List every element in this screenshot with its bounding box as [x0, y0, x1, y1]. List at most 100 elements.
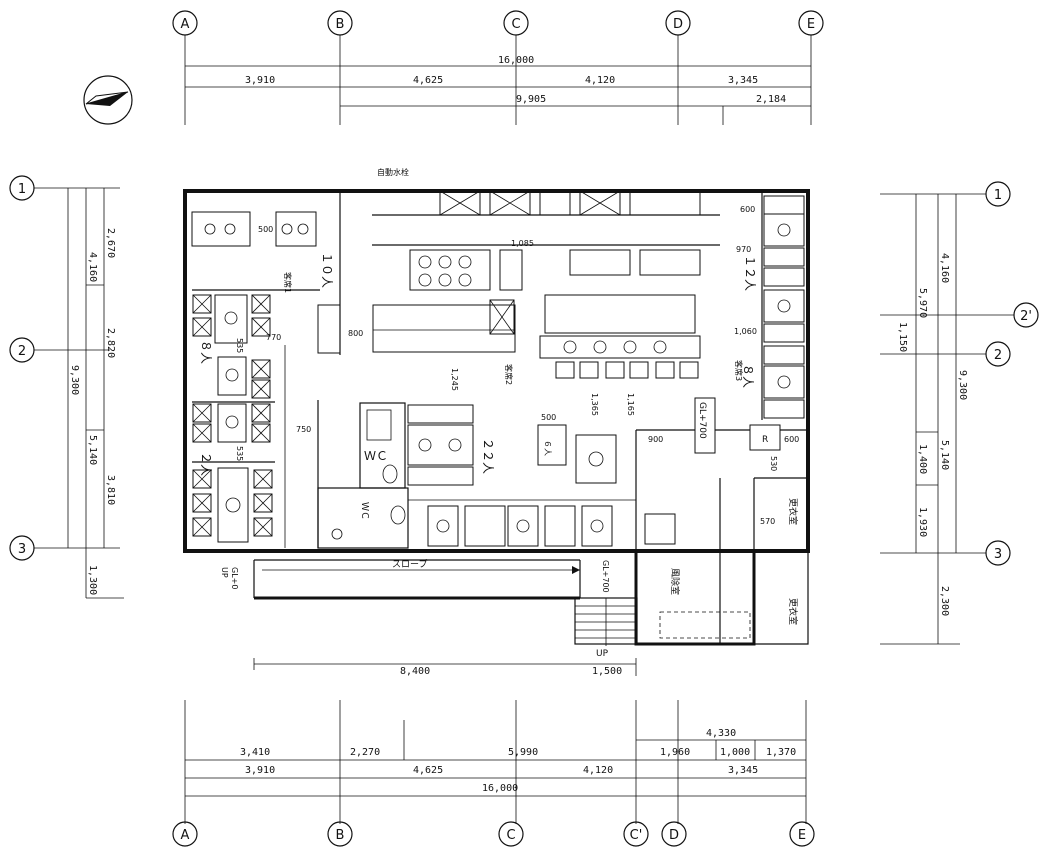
- kyakuseki3-label: 客席3: [734, 360, 744, 381]
- central-seating: ２２人 1,245 1,365 1,165 客席2 500 ６人: [407, 364, 636, 547]
- slope-ramp: スロープ UP GL+0: [220, 559, 580, 589]
- auto-faucet-label: 自動水栓: [377, 167, 409, 177]
- dim-left-b2: 2,820: [105, 328, 116, 358]
- entrance-rooms: R 600 530 570 900 GL+700 風除室 更衣室 更衣室: [635, 397, 808, 644]
- up-label-stair: UP: [596, 649, 609, 659]
- counter-seating: ８人 客席3 １２人: [539, 255, 757, 388]
- dim-970: 970: [736, 245, 751, 254]
- dim-1060: 1,060: [734, 327, 757, 336]
- grid-col-e-bottom: E: [798, 828, 806, 843]
- dim-right-total: 9,300: [957, 370, 968, 400]
- grid-row-1-right: 1: [994, 188, 1002, 203]
- grid-row-1-left: 1: [18, 182, 26, 197]
- dim-top-span-3: 4,120: [585, 75, 615, 86]
- dim-left-extra: 1,300: [87, 565, 98, 595]
- dim-535b: 535: [235, 446, 244, 461]
- top-dimensions: 16,000 3,910 4,625 4,120 3,345 9,905 2,1…: [185, 55, 811, 125]
- gl700-stair-label: GL+700: [601, 560, 610, 593]
- grid-col-b-bottom: B: [336, 828, 345, 843]
- dim-left-a1: 4,160: [87, 252, 98, 282]
- seats-8a-label: ８人: [199, 340, 213, 364]
- dim-right-b3: 1,400: [917, 444, 928, 474]
- dim-bottom-r1-1: 3,410: [240, 747, 270, 758]
- dim-right-extra: 2,300: [939, 586, 950, 616]
- right-grid-markers: 1 2' 2 3: [880, 181, 1039, 645]
- dim-bottom-span-1: 3,910: [245, 765, 275, 776]
- dim-right-b2: 1,150: [897, 322, 908, 352]
- seats-8b-label: ８人: [741, 364, 755, 388]
- dim-600-right: 600: [784, 435, 799, 444]
- dim-top-total: 16,000: [498, 55, 534, 66]
- grid-col-e-top: E: [807, 17, 815, 32]
- grid-col-a-top: A: [181, 17, 190, 32]
- dim-left-b1: 2,670: [105, 228, 116, 258]
- bottom-grid-markers: A B C C' D E: [172, 700, 815, 847]
- grid-row-3-left: 3: [18, 542, 26, 557]
- grid-col-d-bottom: D: [669, 828, 679, 843]
- dim-stair: 1,500: [592, 666, 622, 677]
- r-mark: R: [762, 435, 768, 445]
- up-label-left: UP: [220, 567, 229, 578]
- dim-bottom-total: 16,000: [482, 783, 518, 794]
- dim-bottom-r1-5: 1,000: [720, 747, 750, 758]
- seats-6-label: ６人: [543, 440, 552, 456]
- grid-col-d-top: D: [673, 17, 683, 32]
- gl700-label: GL+700: [697, 402, 707, 439]
- grid-row-2-left: 2: [18, 344, 26, 359]
- dim-800: 800: [348, 329, 363, 338]
- dim-1085: 1,085: [511, 239, 534, 248]
- dim-bottom-span-4: 3,345: [728, 765, 758, 776]
- seats-22-label: ２２人: [481, 438, 495, 474]
- north-arrow-icon: [83, 75, 133, 125]
- right-dimensions: 9,300 4,160 5,140 5,970 1,150 1,400 1,93…: [897, 253, 968, 616]
- dim-bottom-r1-6: 1,370: [766, 747, 796, 758]
- grid-col-c-top: C: [511, 17, 520, 32]
- slope-dimensions: 8,400 1,500: [253, 658, 637, 677]
- grid-row-2p-right: 2': [1020, 309, 1032, 324]
- bottom-dimensions: 4,330 3,410 2,270 5,990 1,960 1,000 1,37…: [240, 728, 796, 794]
- dim-770: 770: [266, 333, 281, 342]
- dim-top-sub-1: 9,905: [516, 94, 546, 105]
- dim-bottom-span-3: 4,120: [583, 765, 613, 776]
- dim-bottom-r1-2: 2,270: [350, 747, 380, 758]
- restrooms: ＷＣ ＷＣ: [317, 402, 409, 549]
- dim-500-mid: 500: [541, 413, 556, 422]
- dim-570: 570: [760, 517, 775, 526]
- dim-1365: 1,365: [590, 393, 599, 416]
- grid-col-b-top: B: [336, 17, 345, 32]
- wc-label-1: ＷＣ: [364, 449, 388, 463]
- dim-slope: 8,400: [400, 666, 430, 677]
- grid-col-cp-bottom: C': [630, 828, 643, 843]
- left-grid-markers: 1 2 3: [9, 175, 124, 599]
- dim-right-b1: 5,970: [917, 288, 928, 318]
- top-grid-markers: A B C D E: [172, 10, 824, 125]
- dim-535a: 535: [235, 338, 244, 353]
- dim-1165: 1,165: [626, 393, 635, 416]
- dim-top-sub-2: 2,184: [756, 94, 786, 105]
- seats-10-label: １０人: [320, 252, 334, 288]
- entrance-stairs: UP GL+700: [574, 560, 638, 659]
- grid-col-c-bottom: C: [506, 828, 515, 843]
- dim-500-left: 500: [258, 225, 273, 234]
- kitchen-area: 自動水栓 1,085 600 970 1,060: [317, 167, 757, 355]
- dim-bottom-r1-4: 1,960: [660, 747, 690, 758]
- dim-750: 750: [296, 425, 311, 434]
- kyakuseki1-label: 客席1: [283, 272, 293, 293]
- kyakuseki2-label: 客席2: [504, 364, 514, 385]
- kazejo-label: 風除室: [669, 568, 681, 595]
- dim-top-span-2: 4,625: [413, 75, 443, 86]
- kyuryu-label-1: 更衣室: [787, 498, 799, 525]
- dim-right-a2: 5,140: [939, 440, 950, 470]
- dim-right-a1: 4,160: [939, 253, 950, 283]
- dim-left-a2: 5,140: [87, 435, 98, 465]
- left-seating: 500 １０人 客席1: [191, 211, 363, 548]
- dim-bottom-span-2: 4,625: [413, 765, 443, 776]
- right-booths: [761, 191, 805, 420]
- dim-600-top: 600: [740, 205, 755, 214]
- dim-bottom-extra: 4,330: [706, 728, 736, 739]
- dim-1245: 1,245: [450, 368, 459, 391]
- dim-right-b4: 1,930: [917, 507, 928, 537]
- dim-530: 530: [769, 456, 778, 471]
- grid-row-2-right: 2: [994, 348, 1002, 363]
